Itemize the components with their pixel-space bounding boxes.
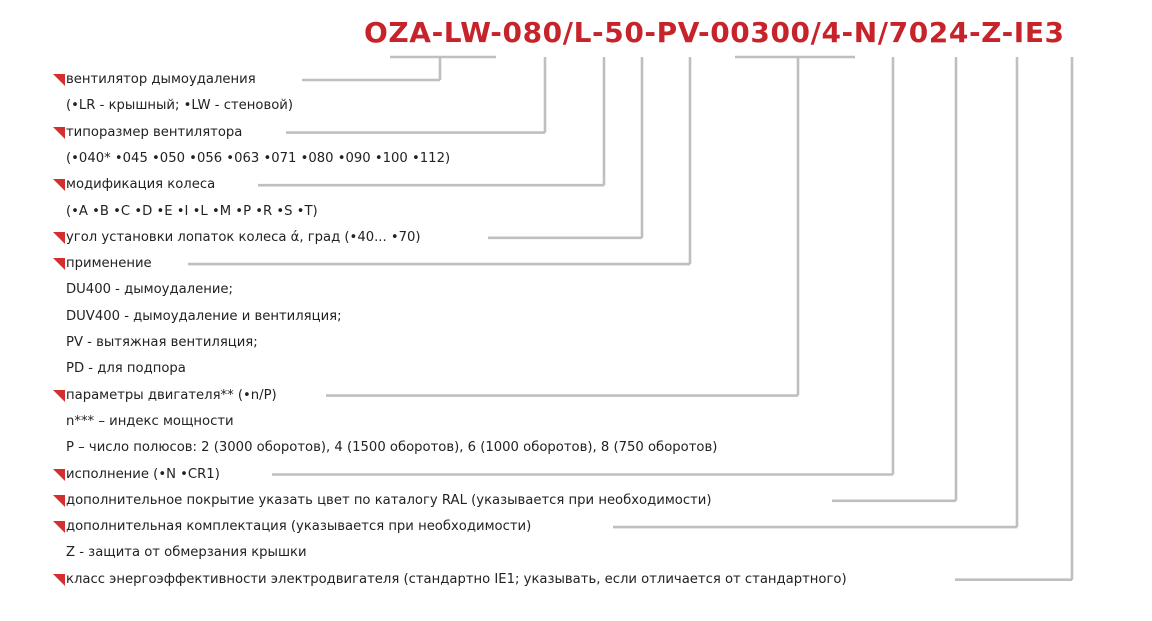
legend-text: DU400 - дымоудаление; [66,282,233,298]
bullet-triangle-icon [53,231,65,244]
legend-text: типоразмер вентилятора [66,124,243,140]
bullet-triangle-icon [53,74,65,86]
legend-text: вентилятор дымоудаления [66,72,256,87]
legend-text: угол установки лопаток колеса ά, град (•… [66,229,421,245]
legend-text: модификация колеса [66,177,216,193]
legend-text: (•A •B •C •D •E •I •L •M •P •R •S •T) [66,203,318,219]
bullet-triangle-icon [53,389,65,402]
legend-text: PV - вытяжная вентиляция; [66,335,258,350]
bullet-triangle-icon [53,494,65,507]
bullet-triangle-icon [53,258,65,271]
bullet-triangle-icon [53,468,65,481]
bullet-triangle-icon [53,179,65,192]
legend-text: (•LR - крышный; •LW - стеновой) [66,98,294,114]
bullet-triangle-icon [53,126,65,139]
legend-text: (•040* •045 •050 •056 •063 •071 •080 •09… [66,150,451,166]
legend-text: PD - для подпора [66,361,186,377]
legend-text: DUV400 - дымоудаление и вентиляция; [66,308,342,324]
legend-text: применение [66,256,152,272]
legend-text: P – число полюсов: 2 (3000 оборотов), 4 … [66,440,718,456]
legend-text: n*** – индекс мощности [66,413,234,429]
bullet-triangle-icon [53,573,65,586]
legend-text: параметры двигателя** (•n/P) [66,387,277,403]
legend-text: исполнение (•N •CR1) [66,466,220,482]
legend-text: Z - защита от обмерзания крышки [66,545,307,561]
legend-text: класс энергоэффективности электродвигате… [66,571,847,587]
designation-code: OZA-LW-080/L-50-PV-00300/4-N/7024-Z-IE3 [364,16,1065,49]
legend-text: дополнительная комплектация (указывается… [66,519,532,535]
bullet-triangle-icon [53,521,65,534]
legend-text: дополнительное покрытие указать цвет по … [66,492,712,508]
